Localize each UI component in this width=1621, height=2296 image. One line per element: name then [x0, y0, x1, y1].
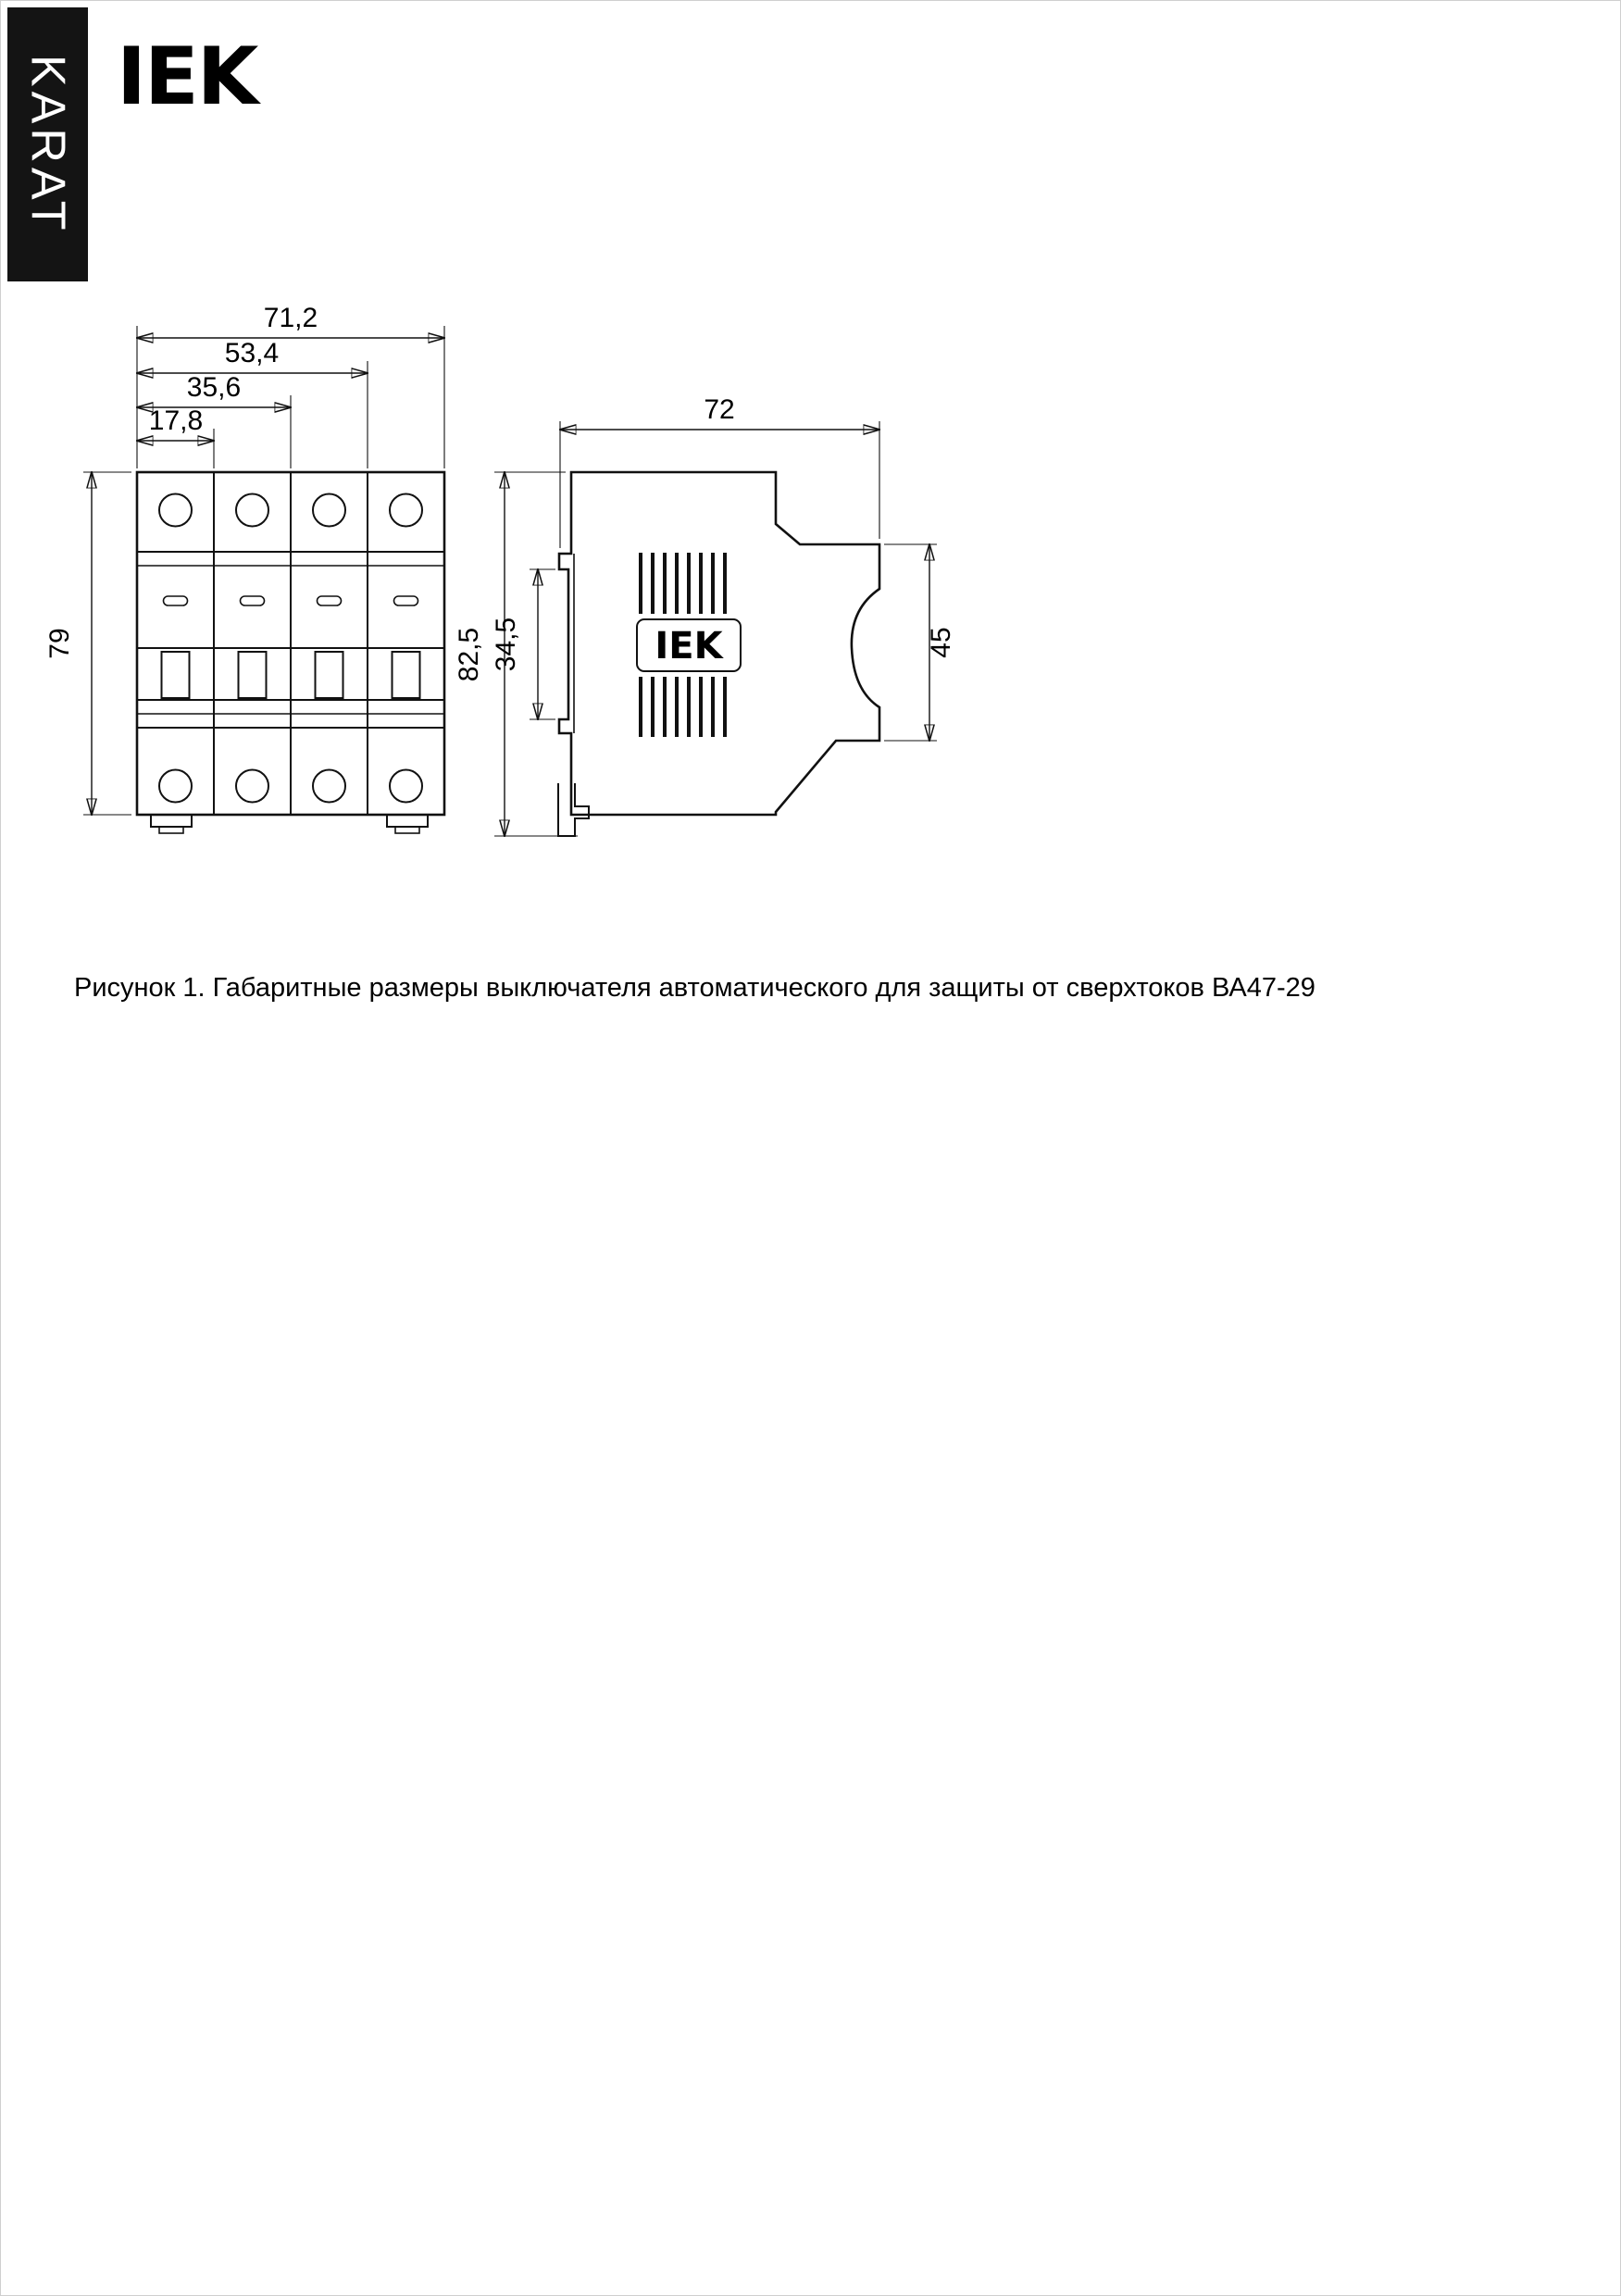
din-slide-clip — [557, 783, 590, 837]
side-view: IEK — [557, 470, 881, 837]
side-body-outline — [557, 470, 881, 817]
dim-label-front-panel-height: 45 — [926, 627, 956, 657]
vent-slots-top — [639, 553, 727, 614]
brand-sidebar-label: KARAT — [20, 54, 75, 235]
dim-label-total-height: 82,5 — [454, 628, 484, 681]
dim-label-depth: 72 — [704, 394, 734, 425]
toggle-handles — [160, 651, 421, 699]
figure-caption: Рисунок 1. Габаритные размеры выключател… — [74, 973, 1316, 1003]
dim-label-two-modules: 35,6 — [187, 372, 241, 403]
face-step-lines — [137, 551, 444, 729]
pole-dividers — [213, 472, 368, 815]
front-view — [135, 470, 446, 834]
side-view-dimensions: 72 82,5 34,5 45 — [454, 394, 956, 836]
dim-label-front-height: 79 — [44, 628, 75, 658]
din-rail-clips — [150, 814, 429, 834]
dim-label-three-modules: 53,4 — [225, 338, 279, 368]
front-view-dimensions: 71,2 53,4 35,6 17,8 79 — [44, 303, 444, 815]
dim-label-one-module: 17,8 — [149, 406, 203, 436]
terminal-screws-top — [158, 493, 423, 528]
brand-logo: IEK — [117, 31, 258, 123]
dim-label-total-width: 71,2 — [264, 303, 318, 333]
terminal-screws-bottom — [158, 768, 423, 804]
label-windows — [162, 595, 419, 606]
vent-slots-bottom — [639, 677, 727, 737]
dim-label-din-recess: 34,5 — [491, 618, 521, 671]
brand-sidebar: KARAT — [7, 7, 88, 281]
side-logo-text: IEK — [655, 625, 724, 668]
side-logo-frame — [636, 618, 742, 672]
